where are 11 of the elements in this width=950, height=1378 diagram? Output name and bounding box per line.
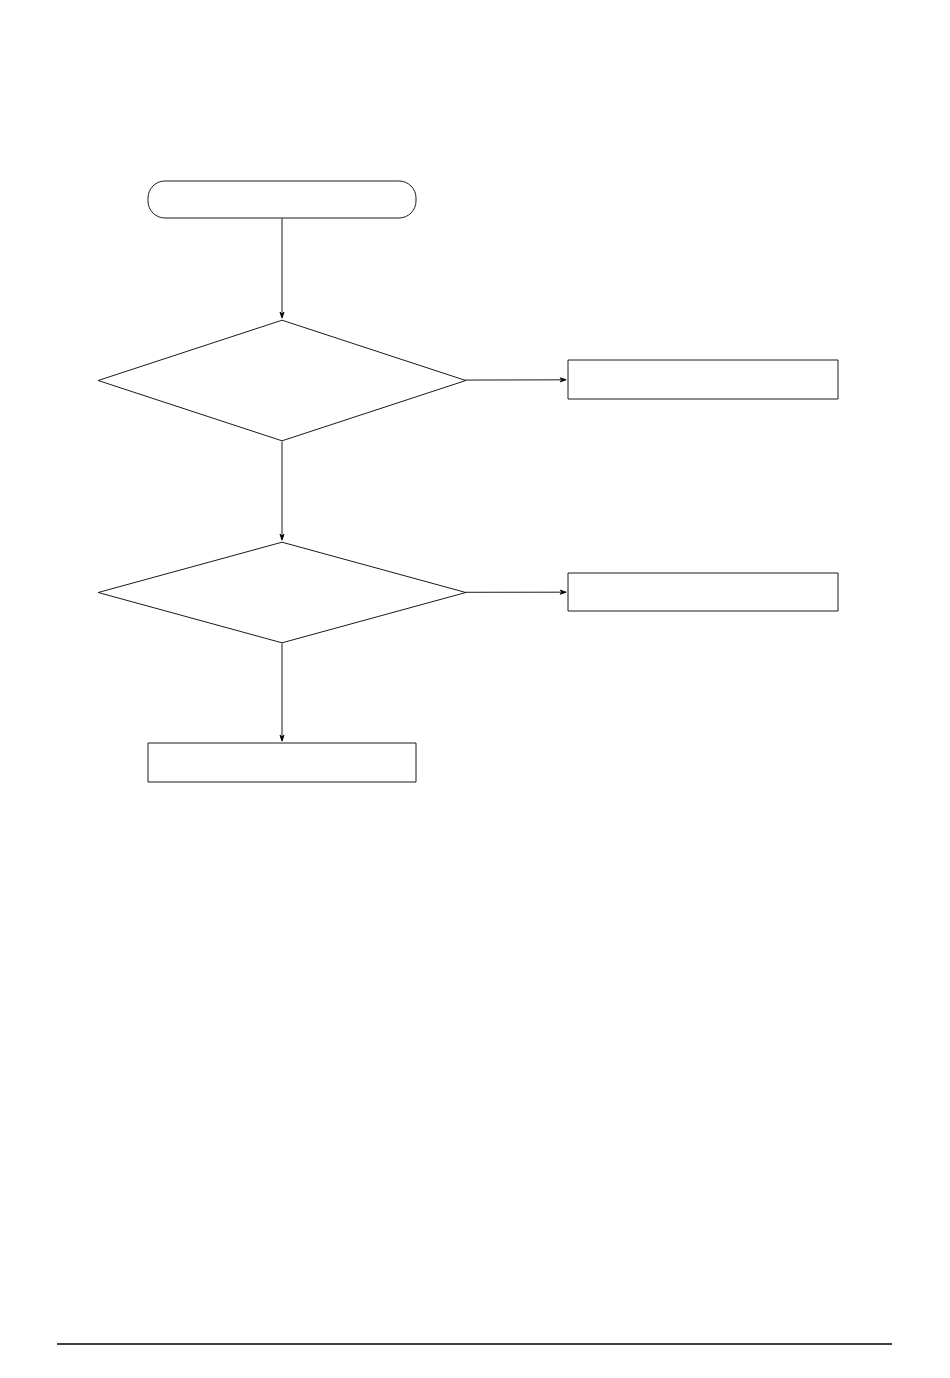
- arrow: [464, 377, 567, 383]
- rounded-box: [147, 180, 417, 219]
- arrow: [279, 441, 285, 541]
- arrow: [279, 643, 285, 742]
- process-box: [147, 742, 417, 783]
- decision-diamond: [97, 541, 467, 644]
- process-box: [567, 359, 839, 400]
- arrow: [465, 589, 567, 595]
- arrow: [279, 218, 285, 319]
- process-box: [567, 572, 839, 612]
- decision-diamond: [97, 319, 467, 442]
